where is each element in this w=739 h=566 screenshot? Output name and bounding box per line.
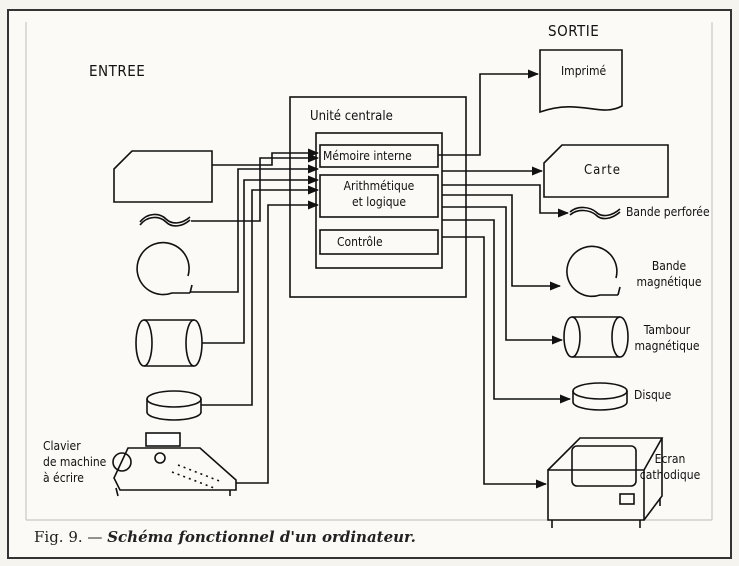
tambour-magnetique-label: magnétique — [622, 339, 712, 353]
entree-heading: ENTREE — [89, 64, 145, 79]
disque-label: Disque — [634, 388, 671, 402]
caption-prefix: Fig. 9. — — [34, 528, 102, 546]
clavier-label: Clavier — [43, 439, 81, 453]
bande-magnetique-label: magnétique — [624, 275, 714, 289]
controle-label: Contrôle — [337, 235, 383, 249]
unite-centrale-label: Unité centrale — [310, 109, 393, 124]
sortie-heading: SORTIE — [548, 24, 599, 39]
bande-perforee-label: Bande perforée — [626, 205, 710, 219]
bande-label: Bande — [624, 259, 714, 273]
a-ecrire-label: à écrire — [43, 471, 84, 485]
caption-title: Schéma fonctionnel d'un ordinateur. — [107, 528, 416, 546]
arithmetique-label: Arithmétique — [320, 179, 438, 193]
ecran-label: Ecran — [628, 452, 712, 466]
tambour-label: Tambour — [622, 323, 712, 337]
de-machine-label: de machine — [43, 455, 106, 469]
cathodique-label: cathodique — [628, 468, 712, 482]
memoire-interne-label: Mémoire interne — [323, 149, 412, 163]
logique-label: et logique — [320, 195, 438, 209]
figure-caption: Fig. 9. — Schéma fonctionnel d'un ordina… — [34, 528, 416, 546]
carte-label: Carte — [584, 163, 621, 178]
imprime-label: Imprimé — [561, 64, 606, 78]
